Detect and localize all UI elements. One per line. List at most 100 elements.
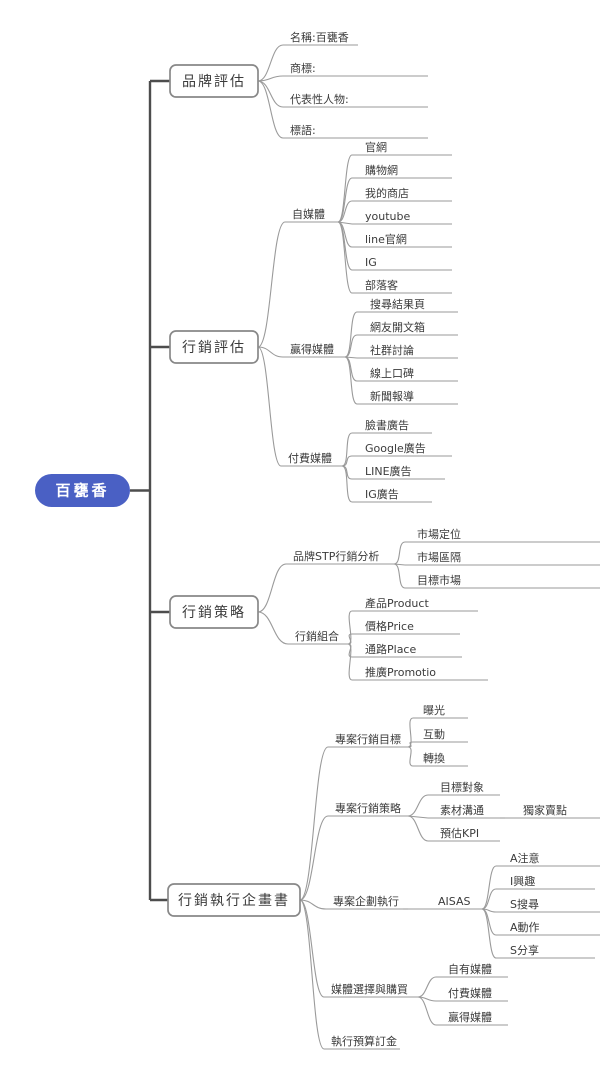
topic-label[interactable]: AISAS — [438, 895, 470, 908]
connector-line — [417, 996, 437, 1026]
leaf-label[interactable]: 搜尋結果頁 — [370, 297, 425, 311]
leaf-label[interactable]: 代表性人物: — [290, 92, 349, 106]
connector-line — [257, 611, 289, 645]
connector-line — [481, 888, 497, 910]
leaf-label[interactable]: 購物網 — [365, 163, 398, 177]
connector-line — [257, 44, 284, 82]
leaf-label[interactable]: S分享 — [510, 943, 539, 957]
leaf-label[interactable]: 獨家賣點 — [523, 803, 567, 817]
leaf-label[interactable]: 互動 — [423, 727, 445, 741]
connector-line — [347, 610, 353, 645]
connector-line — [341, 465, 353, 503]
topic-label[interactable]: 品牌STP行銷分析 — [293, 549, 379, 563]
leaf-label[interactable]: 贏得媒體 — [448, 1010, 492, 1024]
leaf-label[interactable]: S搜尋 — [510, 897, 539, 911]
branch-label[interactable]: 行銷執行企畫書 — [178, 892, 290, 909]
leaf-label[interactable]: 標語: — [290, 123, 316, 137]
leaf-label[interactable]: 目標市場 — [417, 573, 461, 587]
leaf-label[interactable]: 預估KPI — [440, 827, 479, 840]
topic-label[interactable]: 行銷組合 — [295, 629, 339, 643]
connector-line — [257, 346, 282, 467]
connector-line — [407, 717, 414, 748]
topic-label[interactable]: 專案行銷策略 — [335, 801, 401, 815]
connector-line — [393, 541, 406, 565]
leaf-label[interactable]: 產品Product — [365, 596, 429, 610]
leaf-label[interactable]: 官網 — [365, 140, 387, 154]
leaf-label[interactable]: LINE廣告 — [365, 464, 412, 478]
connector-line — [344, 356, 358, 405]
connector-line — [481, 908, 497, 959]
leaf-label[interactable]: 名稱:百甕香 — [290, 30, 349, 44]
connector-line — [393, 563, 406, 589]
leaf-label[interactable]: 曝光 — [423, 703, 445, 717]
connector-line — [417, 976, 437, 998]
branch-box[interactable] — [169, 64, 259, 98]
branch-box[interactable] — [169, 595, 259, 629]
connector-line — [337, 221, 353, 294]
leaf-label[interactable]: A注意 — [510, 851, 540, 865]
leaf-label[interactable]: 目標對象 — [440, 780, 484, 794]
trunk-line — [130, 79, 172, 902]
leaf-label[interactable]: 新聞報導 — [370, 389, 414, 403]
leaf-label[interactable]: 付費媒體 — [448, 986, 492, 1000]
topic-label[interactable]: 媒體選擇與購買 — [331, 982, 408, 996]
connector-line — [257, 346, 284, 358]
root-node[interactable] — [35, 474, 130, 507]
connector-line — [337, 200, 353, 223]
leaf-label[interactable]: 商標: — [290, 61, 316, 75]
leaf-label[interactable]: line官網 — [365, 232, 407, 246]
connector-line — [407, 794, 429, 817]
connector-line — [407, 815, 429, 842]
branch-label[interactable]: 品牌評估 — [182, 73, 246, 90]
leaf-label[interactable]: 市場定位 — [417, 527, 461, 541]
branch-label[interactable]: 行銷策略 — [182, 604, 246, 621]
branch-box[interactable] — [169, 330, 259, 364]
leaf-label[interactable]: 推廣Promotio — [365, 665, 436, 679]
branch-label[interactable]: 行銷評估 — [182, 340, 246, 356]
leaf-label[interactable]: IG — [365, 256, 377, 269]
connector-line — [257, 221, 286, 348]
leaf-label[interactable]: 通路Place — [365, 643, 416, 656]
connector-line — [299, 899, 325, 1050]
leaf-label[interactable]: 價格Price — [365, 619, 414, 633]
leaf-label[interactable]: Google廣告 — [365, 441, 426, 455]
leaf-label[interactable]: youtube — [365, 210, 410, 223]
connector-line — [299, 899, 325, 998]
topic-label[interactable]: 素材溝通 — [440, 803, 484, 817]
connector-line — [299, 746, 329, 901]
connector-line — [341, 432, 353, 467]
leaf-label[interactable]: 網友開文箱 — [370, 320, 425, 334]
leaf-label[interactable]: 我的商店 — [365, 186, 409, 200]
connector-line — [299, 815, 329, 901]
connector-line — [337, 177, 353, 223]
branch-box[interactable] — [167, 883, 301, 917]
connector-line — [407, 741, 414, 748]
connector-line — [299, 899, 327, 910]
connector-line — [481, 865, 497, 910]
leaf-label[interactable]: A動作 — [510, 920, 540, 934]
topic-label[interactable]: 贏得媒體 — [290, 342, 334, 356]
leaf-label[interactable]: IG廣告 — [365, 487, 399, 501]
topic-label[interactable]: 自媒體 — [292, 208, 325, 221]
connector-line — [257, 563, 287, 613]
leaf-label[interactable]: 執行預算訂金 — [331, 1034, 397, 1048]
connector-line — [341, 455, 353, 467]
root-label[interactable]: 百甕香 — [55, 482, 109, 500]
leaf-label[interactable]: 轉換 — [423, 752, 445, 765]
topic-label[interactable]: 專案企劃執行 — [333, 894, 399, 908]
topic-label[interactable]: 付費媒體 — [288, 451, 332, 465]
leaf-label[interactable]: 部落客 — [365, 278, 398, 292]
leaf-label[interactable]: 社群討論 — [370, 343, 414, 357]
leaf-label[interactable]: 市場區隔 — [417, 550, 461, 564]
connector-line — [347, 643, 353, 681]
leaf-label[interactable]: 線上口碑 — [370, 366, 414, 380]
connector-line — [344, 334, 358, 358]
connector-line — [407, 815, 429, 819]
leaf-label[interactable]: 臉書廣告 — [365, 418, 409, 432]
connector-line — [257, 80, 284, 108]
leaf-label[interactable]: 自有媒體 — [448, 962, 492, 976]
topic-label[interactable]: 專案行銷目標 — [335, 732, 401, 746]
connector-line — [407, 746, 414, 767]
leaf-label[interactable]: I興趣 — [510, 874, 535, 888]
